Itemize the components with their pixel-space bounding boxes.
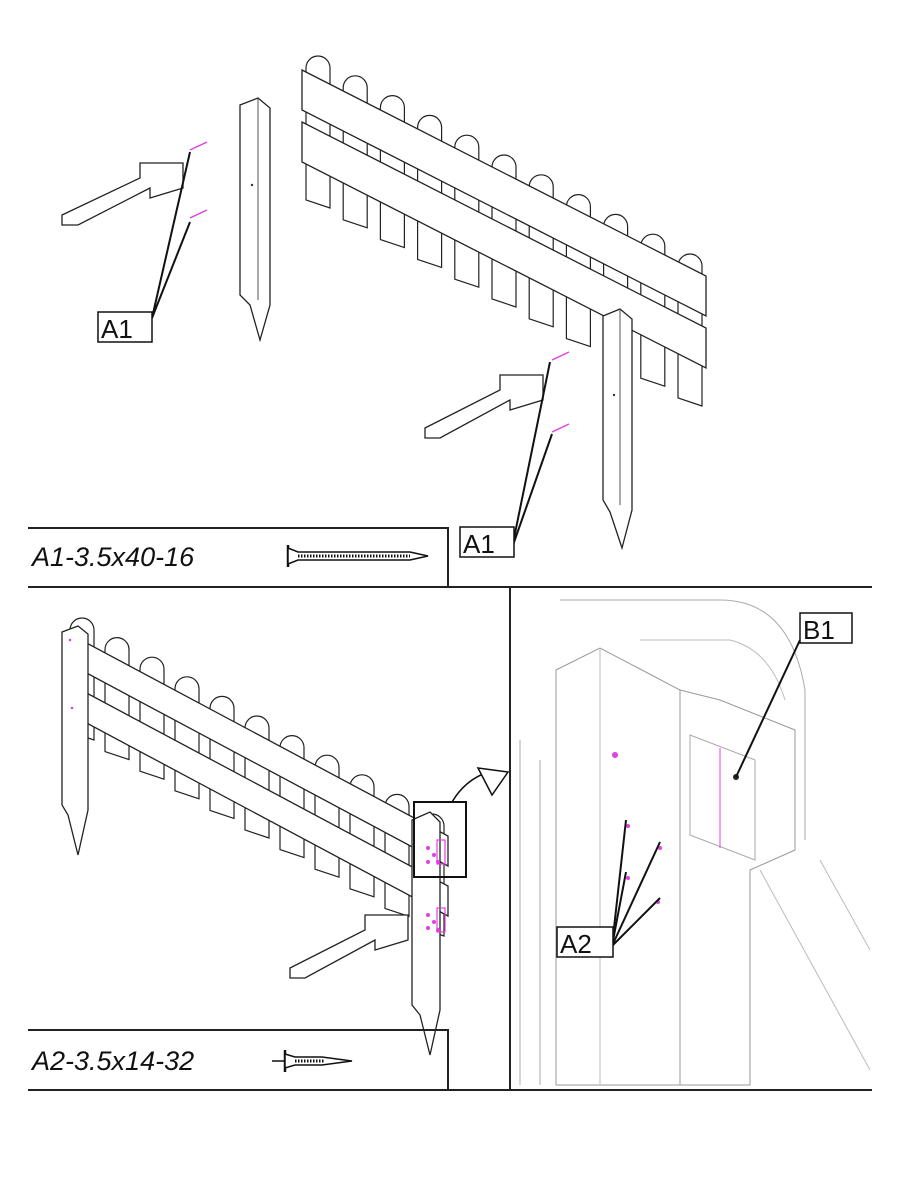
stake-right — [602, 308, 633, 551]
screw-long-icon — [286, 545, 429, 567]
screw-markers-top — [189, 141, 570, 433]
part-label-a1-left: A1 — [97, 311, 153, 344]
screw-markers-bottom — [426, 839, 446, 933]
fence-panel-top — [301, 55, 707, 407]
svg-text:A2-3.5x14-32: A2-3.5x14-32 — [30, 1046, 194, 1076]
screw-caption-a2: A2-3.5x14-32 — [28, 1029, 449, 1090]
direction-arrow-bottom — [289, 914, 409, 979]
part-label-a2: A2 — [556, 926, 614, 959]
part-label-b1: B1 — [799, 612, 853, 645]
leader-lines-a1 — [151, 151, 553, 549]
svg-text:A2: A2 — [560, 929, 592, 959]
detail-view — [519, 599, 871, 1086]
screw-short-icon — [272, 1050, 353, 1072]
svg-text:A1: A1 — [101, 314, 133, 344]
screw-caption-a1: A1-3.5x40-16 — [28, 527, 449, 587]
svg-text:A1: A1 — [463, 529, 495, 559]
stake-bottom-right — [411, 811, 441, 1056]
stake-bottom-left — [61, 625, 89, 856]
leader-lines-detail — [611, 639, 801, 947]
fence-panel-bottom — [65, 617, 449, 937]
rail — [301, 68, 707, 318]
svg-text:A1-3.5x40-16: A1-3.5x40-16 — [30, 542, 195, 572]
stake-left — [239, 97, 271, 343]
bracket-b1 — [689, 734, 756, 861]
direction-arrow-top-right — [424, 374, 544, 439]
detail-callout-box — [413, 767, 510, 878]
direction-arrow-top-left — [61, 162, 184, 226]
svg-text:B1: B1 — [803, 615, 835, 645]
rail — [301, 120, 707, 370]
part-label-a1-right: A1 — [459, 526, 515, 559]
